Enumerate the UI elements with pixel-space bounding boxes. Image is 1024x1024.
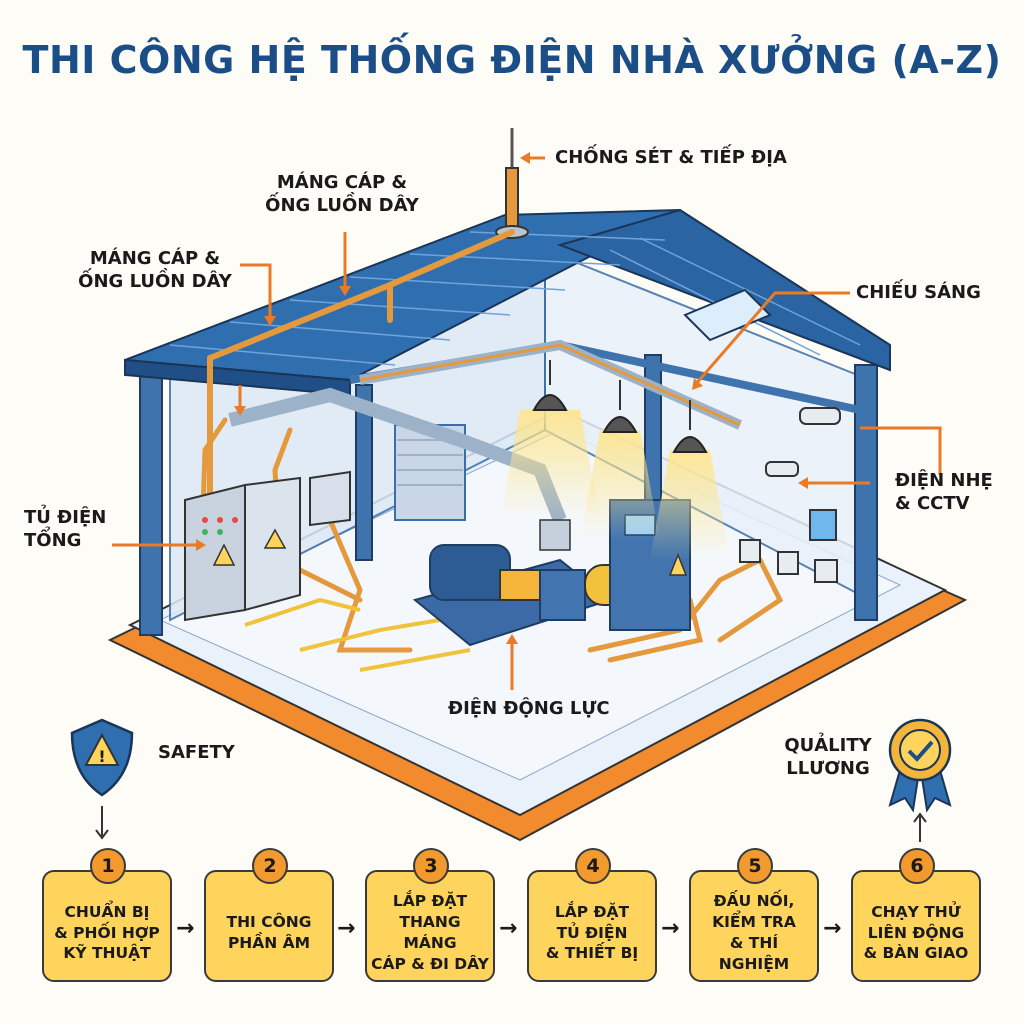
label-low-voltage-line1: ĐIỆN NHẸ (895, 470, 993, 491)
main-switchboard (184, 470, 351, 622)
label-leaders (112, 156, 942, 690)
step-2-number: 2 (252, 848, 288, 884)
label-low-voltage-cctv: ĐIỆN NHẸ & CCTV (895, 470, 993, 515)
step-2-card: THI CÔNG PHẦN ÂM (204, 870, 334, 982)
roof-conduits (207, 229, 515, 503)
safety-shield-icon: ! (70, 718, 134, 797)
label-cable-tray-left: MÁNG CÁP & ỐNG LUỒN DÂY (70, 248, 240, 293)
step-5-text: ĐẤU NỐI, KIỂM TRA & THÍ NGHIỆM (712, 892, 796, 973)
label-cable-tray-top: MÁNG CÁP & ỐNG LUỒN DÂY (262, 172, 422, 217)
flow-arrow-icon: → (176, 916, 195, 941)
quality-badge-icon (888, 718, 952, 813)
flow-arrow-icon: → (661, 916, 680, 941)
svg-text:!: ! (98, 747, 105, 766)
step-1-card: CHUẨN BỊ & PHỐI HỢP KỸ THUẬT (42, 870, 172, 982)
page-title: THI CÔNG HỆ THỐNG ĐIỆN NHÀ XƯỞNG (A-Z) (22, 38, 1002, 82)
safety-down-arrow (95, 806, 109, 840)
step-1-number: 1 (90, 848, 126, 884)
cctv-devices (739, 407, 841, 583)
label-cable-tray-left-line1: MÁNG CÁP & (89, 248, 221, 269)
flow-arrow-icon: → (823, 916, 842, 941)
step-4-card: LẮP ĐẶT TỦ ĐIỆN & THIẾT BỊ (527, 870, 657, 982)
step-3-number: 3 (413, 848, 449, 884)
label-lighting: CHIẾU SÁNG (856, 282, 981, 303)
label-low-voltage-line2: & CCTV (895, 492, 970, 514)
label-cable-tray-top-line1: MÁNG CÁP & (276, 172, 408, 193)
label-quality-line1: QUẢLITY (784, 735, 872, 756)
step-3-text: LẮP ĐẶT THANG MÁNG CÁP & ĐI DÂY (371, 892, 489, 973)
step-1-text: CHUẨN BỊ & PHỐI HỢP KỸ THUẬT (54, 902, 160, 963)
leader-arrowheads (196, 152, 808, 644)
step-3-card: LẮP ĐẶT THANG MÁNG CÁP & ĐI DÂY (365, 870, 495, 982)
step-5-card: ĐẤU NỐI, KIỂM TRA & THÍ NGHIỆM (689, 870, 819, 982)
skylight (683, 288, 772, 342)
label-quality: QUẢLITY LLƯƠNG (778, 735, 878, 780)
step-6-text: CHẠY THỬ LIÊN ĐỘNG & BÀN GIAO (863, 902, 969, 963)
label-quality-line2: LLƯƠNG (786, 757, 870, 779)
floor-direction-arrows (244, 597, 471, 672)
pendant-lights (500, 360, 730, 560)
label-power-electrical: ĐIỆN ĐỘNG LỰC (448, 698, 610, 719)
step-2-text: THI CÔNG PHẦN ÂM (226, 913, 312, 952)
step-4-number: 4 (575, 848, 611, 884)
label-cable-tray-top-line2: ỐNG LUỒN DÂY (265, 194, 419, 216)
quality-up-arrow (913, 812, 927, 842)
label-main-panel-line1: TỦ ĐIỆN (24, 507, 107, 528)
label-cable-tray-left-line2: ỐNG LUỒN DÂY (78, 270, 232, 292)
step-4-text: LẮP ĐẶT TỦ ĐIỆN & THIẾT BỊ (545, 902, 639, 963)
label-lightning-protection: CHỐNG SÉT & TIẾP ĐỊA (555, 147, 787, 168)
step-6-card: CHẠY THỬ LIÊN ĐỘNG & BÀN GIAO (851, 870, 981, 982)
flow-arrow-icon: → (337, 916, 356, 941)
step-5-number: 5 (737, 848, 773, 884)
flow-arrow-icon: → (499, 916, 518, 941)
label-safety: SAFETY (158, 742, 235, 763)
step-6-number: 6 (899, 848, 935, 884)
label-main-panel: TỦ ĐIỆN TỔNG (24, 507, 106, 552)
label-main-panel-line2: TỔNG (24, 529, 82, 551)
